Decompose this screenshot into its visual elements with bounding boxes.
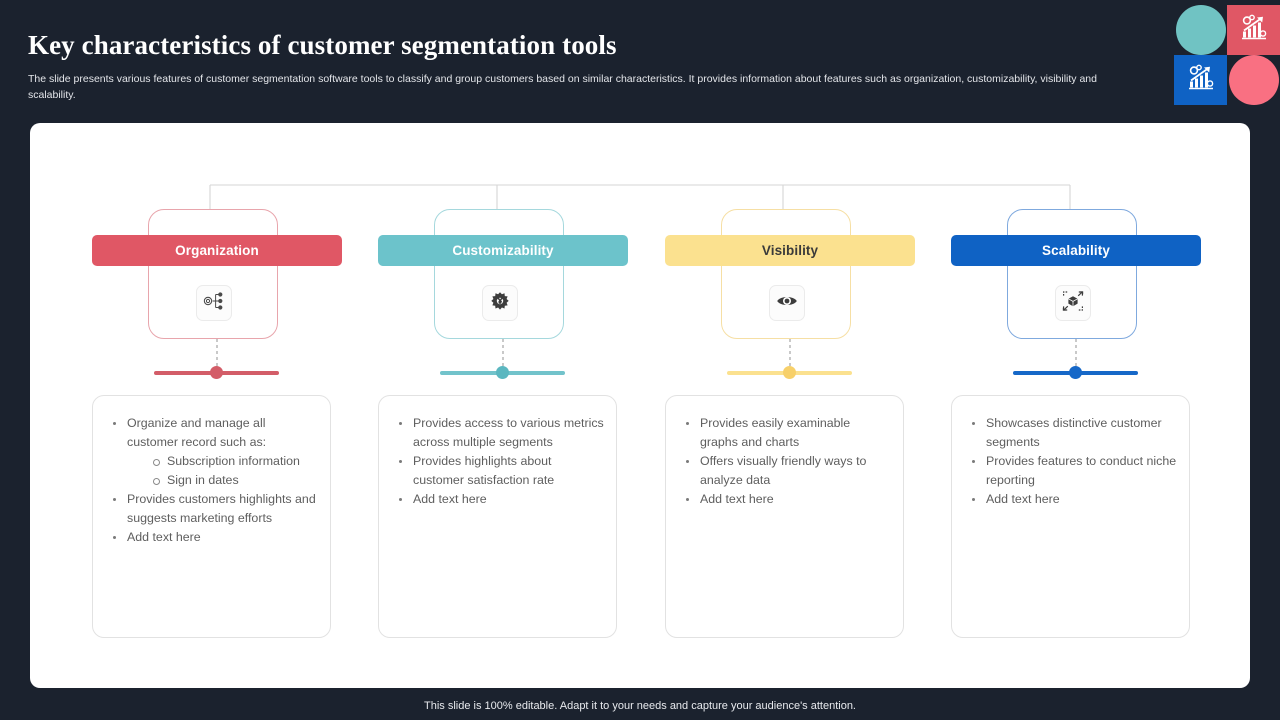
content-card-scalability: Showcases distinctive customer segments … xyxy=(951,395,1190,638)
underline-dot-scalability xyxy=(1069,366,1082,379)
connector-dash-customizability xyxy=(502,339,504,373)
connector-dash-scalability xyxy=(1075,339,1077,373)
connector-dash-organization xyxy=(216,339,218,373)
teal-circle-icon xyxy=(1175,5,1226,55)
page-title: Key characteristics of customer segmenta… xyxy=(28,30,617,60)
growth-chart-icon xyxy=(1186,64,1216,97)
list-item: Provides easily examinable graphs and ch… xyxy=(678,414,891,452)
label-bar-scalability[interactable]: Scalability xyxy=(951,235,1201,266)
sub-list-item: Subscription information xyxy=(147,452,318,471)
eye-icon xyxy=(775,289,799,318)
org-chart-icon xyxy=(202,289,226,318)
list-item: Offers visually friendly ways to analyze… xyxy=(678,452,891,490)
label-text-customizability: Customizability xyxy=(452,243,554,258)
list-item: Provides customers highlights and sugges… xyxy=(105,490,318,528)
underline-dot-visibility xyxy=(783,366,796,379)
icon-tile-organization xyxy=(196,285,232,321)
slide-content-panel: Organization Organize and man xyxy=(30,123,1250,688)
bullet-list-organization: Organize and manage all customer record … xyxy=(105,414,318,547)
label-bar-organization[interactable]: Organization xyxy=(92,235,342,266)
list-item: Provides access to various metrics acros… xyxy=(391,414,604,452)
deco-cell-blue-chart xyxy=(1174,55,1227,105)
underline-dot-customizability xyxy=(496,366,509,379)
footer-note: This slide is 100% editable. Adapt it to… xyxy=(424,700,856,712)
gear-tools-icon xyxy=(488,289,512,318)
deco-cell-pink-circle xyxy=(1227,55,1280,105)
label-bar-customizability[interactable]: Customizability xyxy=(378,235,628,266)
deco-cell-red-chart xyxy=(1227,5,1280,55)
sub-bullet-list: Subscription information Sign in dates xyxy=(147,452,318,490)
scale-cube-icon xyxy=(1061,289,1085,318)
label-text-scalability: Scalability xyxy=(1042,243,1110,258)
sub-list-item: Sign in dates xyxy=(147,471,318,490)
content-card-organization: Organize and manage all customer record … xyxy=(92,395,331,638)
label-text-organization: Organization xyxy=(175,243,259,258)
deco-cell-teal-circle xyxy=(1174,5,1227,55)
list-item: Add text here xyxy=(964,490,1177,509)
list-item: Provides highlights about customer satis… xyxy=(391,452,604,490)
bullet-list-visibility: Provides easily examinable graphs and ch… xyxy=(678,414,891,509)
bullet-text: Organize and manage all customer record … xyxy=(127,416,267,449)
content-card-customizability: Provides access to various metrics acros… xyxy=(378,395,617,638)
bullet-list-customizability: Provides access to various metrics acros… xyxy=(391,414,604,509)
label-bar-visibility[interactable]: Visibility xyxy=(665,235,915,266)
list-item: Add text here xyxy=(678,490,891,509)
bullet-list-scalability: Showcases distinctive customer segments … xyxy=(964,414,1177,509)
page-subtitle: The slide presents various features of c… xyxy=(28,73,1097,101)
list-item: Provides features to conduct niche repor… xyxy=(964,452,1177,490)
decorative-logo-grid xyxy=(1174,5,1280,105)
icon-tile-visibility xyxy=(769,285,805,321)
growth-chart-icon xyxy=(1239,14,1269,47)
connector-tree xyxy=(209,184,1071,223)
label-text-visibility: Visibility xyxy=(761,243,819,258)
underline-dot-organization xyxy=(210,366,223,379)
list-item: Organize and manage all customer record … xyxy=(105,414,318,490)
list-item: Add text here xyxy=(391,490,604,509)
icon-tile-customizability xyxy=(482,285,518,321)
list-item: Add text here xyxy=(105,528,318,547)
pink-circle-icon xyxy=(1228,55,1279,105)
connector-dash-visibility xyxy=(789,339,791,373)
content-card-visibility: Provides easily examinable graphs and ch… xyxy=(665,395,904,638)
list-item: Showcases distinctive customer segments xyxy=(964,414,1177,452)
icon-tile-scalability xyxy=(1055,285,1091,321)
